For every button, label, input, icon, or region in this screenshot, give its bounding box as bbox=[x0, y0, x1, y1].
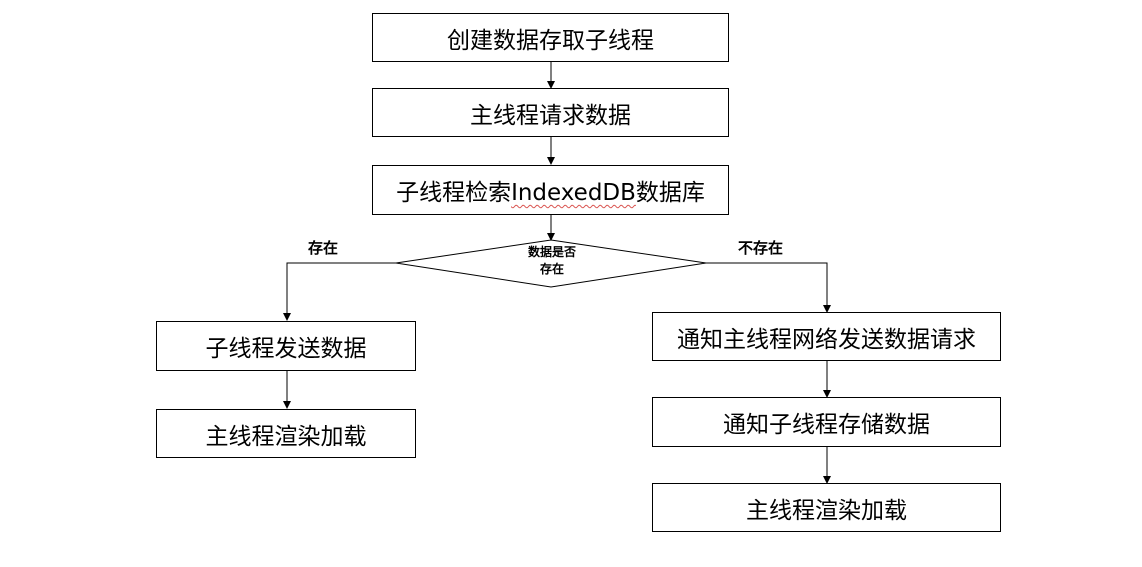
node-notify-child-store-label: 通知子线程存储数据 bbox=[723, 412, 930, 438]
node-main-render-left-label: 主线程渲染加载 bbox=[205, 423, 367, 450]
decision-label-line1: 数据是否 bbox=[527, 245, 576, 259]
node-main-render-right-label: 主线程渲染加载 bbox=[746, 497, 907, 524]
decision-label: 数据是否 存在 bbox=[497, 244, 607, 278]
node-search-db-suffix: 数据库 bbox=[635, 180, 705, 206]
node-child-send: 子线程发送数据 bbox=[156, 321, 416, 371]
decision-label-line2: 存在 bbox=[539, 262, 564, 276]
node-main-render-left: 主线程渲染加载 bbox=[156, 409, 416, 458]
node-create-thread-label: 创建数据存取子线程 bbox=[447, 27, 654, 54]
arrow-decision-to-child-send bbox=[283, 262, 396, 321]
node-child-send-label: 子线程发送数据 bbox=[205, 336, 367, 362]
node-main-request-label: 主线程请求数据 bbox=[470, 102, 631, 129]
edge-label-exists: 存在 bbox=[308, 239, 339, 257]
decision-diamond bbox=[395, 239, 707, 288]
node-notify-child-store: 通知子线程存储数据 bbox=[652, 397, 1001, 447]
arrow-decision-to-notify-main bbox=[706, 262, 831, 313]
node-search-db: 子线程检索IndexedDB数据库 bbox=[372, 165, 729, 215]
node-main-render-right: 主线程渲染加载 bbox=[652, 483, 1001, 532]
node-main-request: 主线程请求数据 bbox=[372, 88, 729, 137]
node-notify-main-network: 通知主线程网络发送数据请求 bbox=[652, 312, 1001, 361]
node-create-thread: 创建数据存取子线程 bbox=[372, 13, 729, 62]
edge-label-not-exists: 不存在 bbox=[738, 239, 784, 257]
node-search-db-label: 子线程检索IndexedDB数据库 bbox=[396, 173, 705, 207]
node-search-db-prefix: 子线程检索 bbox=[396, 180, 512, 206]
node-search-db-name: IndexedDB bbox=[511, 180, 636, 206]
node-notify-main-network-label: 通知主线程网络发送数据请求 bbox=[677, 326, 976, 353]
